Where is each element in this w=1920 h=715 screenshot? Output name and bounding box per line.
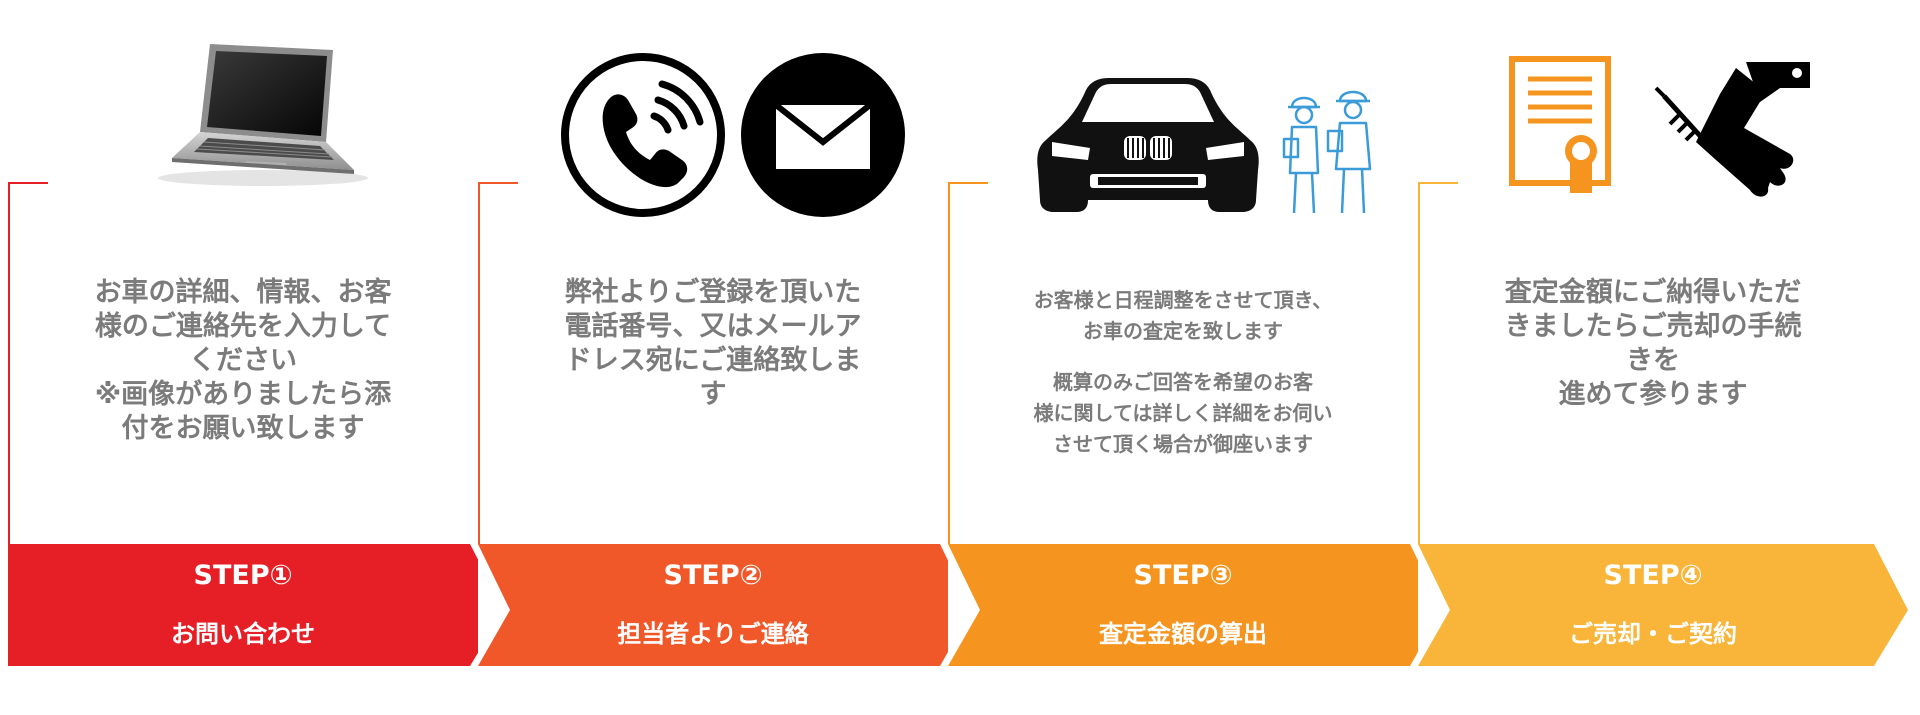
step-1-bracket: [8, 182, 48, 544]
inspectors-icon: [1282, 90, 1372, 214]
step-1-line-2: 様のご連絡先を入力して: [94, 311, 392, 342]
step-1-label: STEP①: [193, 560, 293, 591]
step-2-line-4: す: [699, 379, 727, 410]
step-1: お車の詳細、情報、お客 様のご連絡先を入力して ください ※画像がありましたら添…: [8, 0, 478, 715]
step-3-line-2: お車の査定を致します: [1083, 319, 1283, 343]
step-1-line-5: 付をお願い致します: [121, 413, 365, 444]
step-4-label: STEP④: [1603, 560, 1703, 591]
step-2-line-3: ドレス宛にご連絡致しま: [564, 345, 862, 376]
car-icon: [1037, 78, 1259, 212]
step-2-title: 担当者よりご連絡: [617, 620, 809, 648]
step-3-label: STEP③: [1133, 560, 1233, 591]
step-2-line-1: 弊社よりご登録を頂いた: [564, 277, 862, 308]
step-4-description: 査定金額にご納得いただ きましたらご売却の手続 きを 進めて参ります: [1458, 276, 1848, 412]
step-4-line-3: きを: [1626, 345, 1680, 376]
step-1-line-3: ください: [189, 345, 297, 376]
certificate-icon: [1509, 56, 1611, 193]
step-3-line-3: 概算のみご回答を希望のお客: [1053, 370, 1313, 394]
step-3-line-5: させて頂く場合が御座います: [1053, 432, 1313, 456]
step-4-line-1: 査定金額にご納得いただ: [1504, 277, 1802, 308]
step-3-arrow-bar: [948, 544, 1418, 666]
step-4-title: ご売却・ご契約: [1569, 620, 1737, 648]
step-4-bracket: [1418, 182, 1458, 544]
step-3-paragraph-2: 概算のみご回答を希望のお客 様に関しては詳しく詳細をお伺い させて頂く場合が御座…: [988, 367, 1378, 460]
step-2-line-2: 電話番号、又はメールア: [564, 311, 862, 342]
handshake-icon: [1654, 62, 1810, 197]
step-3: お客様と日程調整をさせて頂き、 お車の査定を致します 概算のみご回答を希望のお客…: [948, 0, 1418, 715]
step-4-line-2: きましたらご売却の手続: [1504, 311, 1802, 342]
phone-icon: [561, 53, 725, 217]
step-2: 弊社よりご登録を頂いた 電話番号、又はメールア ドレス宛にご連絡致しま す ST…: [478, 0, 948, 715]
step-1-line-4: ※画像がありましたら添: [94, 379, 392, 410]
mail-icon: [741, 53, 905, 217]
step-3-bracket: [948, 182, 988, 544]
step-1-arrow-bar: [8, 544, 478, 666]
step-3-line-4: 様に関しては詳しく詳細をお伺い: [1033, 401, 1333, 425]
step-2-bracket: [478, 182, 518, 544]
step-1-title: お問い合わせ: [171, 620, 315, 648]
step-4: 査定金額にご納得いただ きましたらご売却の手続 きを 進めて参ります STEP④…: [1418, 0, 1908, 715]
step-2-arrow-bar: [478, 544, 948, 666]
step-4-line-4: 進めて参ります: [1558, 379, 1748, 410]
step-2-label: STEP②: [663, 560, 763, 591]
step-3-description: お客様と日程調整をさせて頂き、 お車の査定を致します 概算のみご回答を希望のお客…: [988, 285, 1378, 460]
step-3-title: 査定金額の算出: [1099, 620, 1267, 648]
step-3-line-1: お客様と日程調整をさせて頂き、: [1033, 288, 1333, 312]
laptop-icon: [158, 44, 368, 186]
step-2-description: 弊社よりご登録を頂いた 電話番号、又はメールア ドレス宛にご連絡致しま す: [518, 276, 908, 412]
step-3-paragraph-1: お客様と日程調整をさせて頂き、 お車の査定を致します: [988, 285, 1378, 347]
step-1-description: お車の詳細、情報、お客 様のご連絡先を入力して ください ※画像がありましたら添…: [48, 276, 438, 446]
step-1-line-1: お車の詳細、情報、お客: [94, 277, 392, 308]
step-4-arrow-bar: [1418, 544, 1908, 666]
